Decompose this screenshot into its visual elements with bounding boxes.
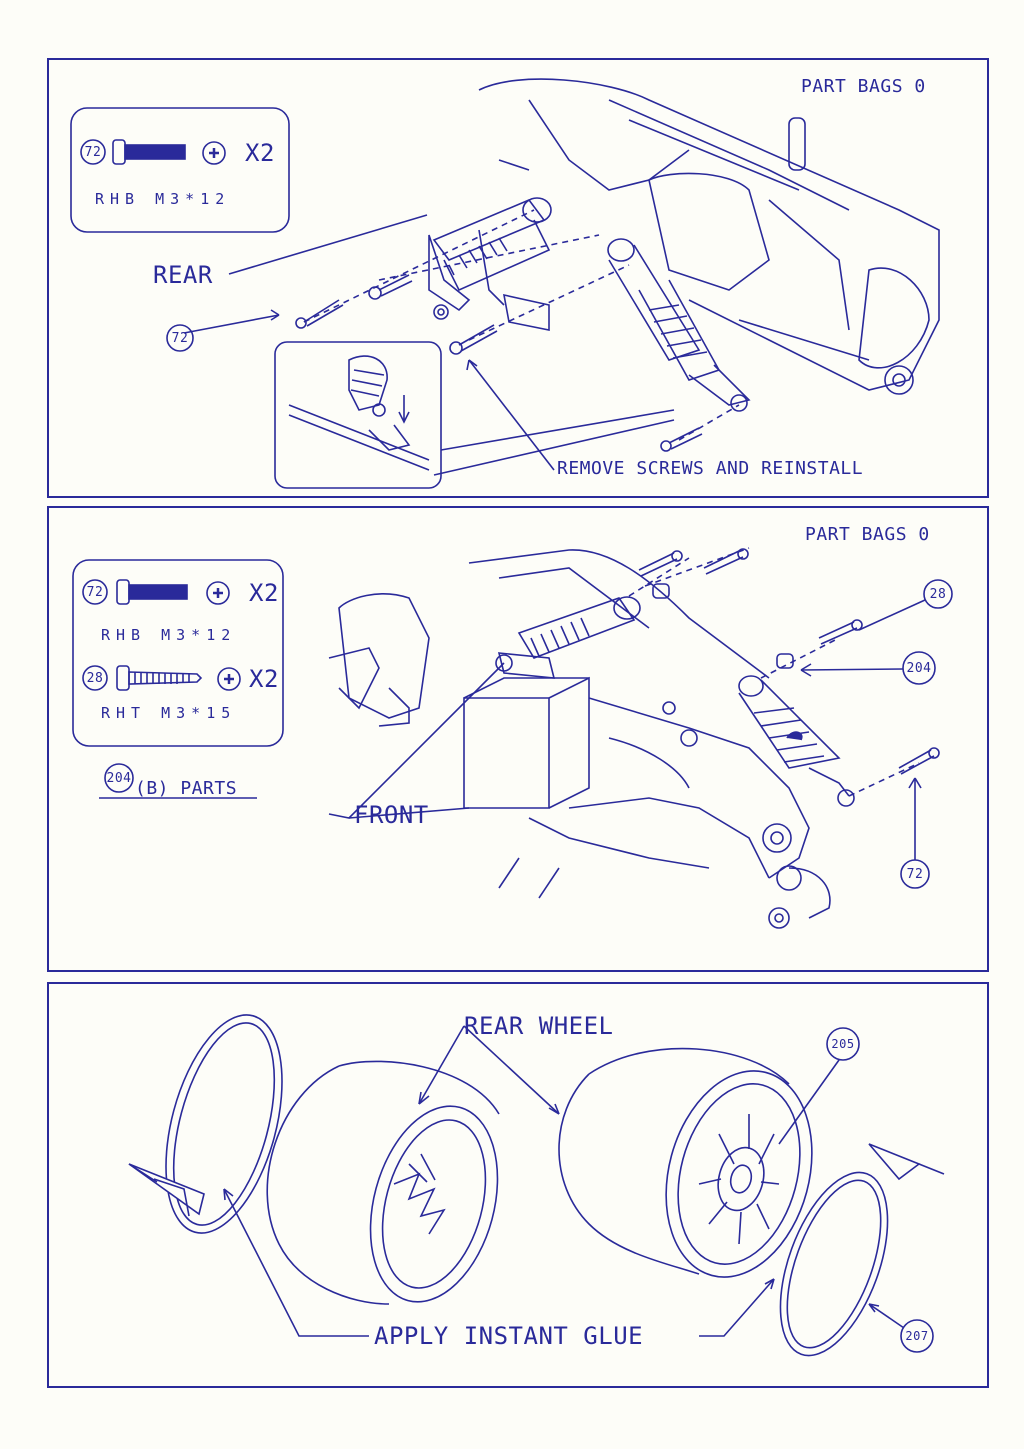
glue-leader-line: [699, 1278, 775, 1337]
guide-line: [303, 209, 535, 323]
quantity-label: X2: [245, 139, 275, 167]
tapping-screw-icon: [116, 665, 203, 691]
screw-icon: [116, 579, 188, 605]
phillips-head-icon: [206, 581, 230, 605]
collar-icon: [652, 583, 670, 599]
inset-detail-box: [274, 341, 442, 489]
phillips-head-icon: [202, 141, 226, 165]
front-shock-left: [495, 596, 641, 679]
front-leader-line: [348, 807, 470, 819]
b-parts-label: (B) PARTS: [135, 778, 238, 799]
callout-number: 204: [906, 661, 932, 676]
tire-ring-right: [779, 1171, 889, 1357]
rear-wheel-drawing: [128, 1014, 945, 1357]
screw-icon: [818, 619, 863, 645]
part-number-circle: [82, 579, 108, 605]
callout-circle: [923, 579, 953, 609]
part-number-circle: [80, 139, 106, 165]
screw-icon: [660, 427, 703, 452]
quantity-label: X2: [249, 579, 279, 607]
screw-icon: [295, 299, 344, 329]
guide-line: [760, 637, 840, 679]
step-panel-rear-wheel: REAR WHEEL 205 207 APPLY INSTANT GLUE: [47, 982, 989, 1388]
callout-leader-line: [868, 1303, 905, 1329]
remove-screws-instruction: REMOVE SCREWS AND REINSTALL: [557, 458, 864, 479]
screw-icon: [638, 550, 683, 577]
guide-line: [468, 264, 630, 341]
chassis-sketch: [328, 549, 831, 929]
inset-detail-drawing: [288, 355, 430, 471]
callout-leader-line: [858, 599, 926, 631]
inset-leader-line: [433, 409, 675, 476]
rear-wheel-label: REAR WHEEL: [464, 1012, 614, 1040]
callout-number: 72: [906, 867, 924, 882]
tire-ring-left: [165, 1014, 283, 1234]
chassis-sketch: [478, 78, 940, 395]
cone-arrow-left: [128, 1163, 205, 1217]
collar-icon: [776, 653, 794, 669]
callout-leader-line: [778, 1059, 840, 1145]
instruction-leader-line: [468, 359, 555, 471]
callout-number: 72: [171, 331, 189, 346]
glue-leader-line: [223, 1188, 369, 1337]
screw-spec-label: RHB M3*12: [95, 190, 231, 208]
callout-circle: [902, 651, 936, 685]
step-panel-rear-shock: PART BAGS 0 72 X2 RHB M3*12 REAR 72 REMO…: [47, 58, 989, 498]
guide-line: [378, 234, 600, 281]
callout-leader-line: [183, 314, 280, 334]
callout-number: 205: [831, 1037, 855, 1051]
screw-icon: [703, 548, 749, 575]
rear-leader-line: [228, 214, 428, 275]
part-number-circle: [82, 665, 108, 691]
rear-wheel-left: [266, 1060, 500, 1305]
cone-arrow-right: [868, 1143, 945, 1181]
rear-wheel-leader: [463, 1025, 560, 1115]
screw-spec-label: RHT M3*15: [101, 704, 237, 722]
front-shock-right: [738, 675, 855, 807]
rear-shock-drawing: [70, 78, 940, 489]
screw-icon: [368, 274, 413, 300]
screw-icon: [112, 139, 186, 165]
callout-leader-line: [800, 668, 904, 671]
callout-circle: [166, 324, 194, 352]
screw-icon: [898, 747, 940, 775]
rear-shock-right: [607, 238, 751, 412]
part-number: 28: [86, 671, 104, 686]
part-box: [70, 107, 290, 233]
part-number: 72: [86, 585, 104, 600]
guide-line: [848, 762, 920, 797]
apply-glue-instruction: APPLY INSTANT GLUE: [374, 1322, 644, 1350]
screw-icon: [433, 304, 449, 320]
quantity-label: X2: [249, 665, 279, 693]
part-box: [72, 559, 284, 747]
phillips-head-icon: [217, 667, 241, 691]
b-parts-number: 204: [106, 771, 132, 786]
callout-circle: [900, 1319, 934, 1353]
guide-line: [628, 557, 690, 597]
screw-spec-label: RHB M3*12: [101, 626, 237, 644]
rear-wheel-right: [558, 1047, 813, 1278]
rear-label: REAR: [153, 261, 213, 289]
callout-circle: [826, 1027, 860, 1061]
part-number: 72: [84, 145, 102, 160]
front-leader-line: [328, 662, 505, 819]
front-shock-drawing: [72, 547, 953, 929]
step-panel-front-shock: PART BAGS 0 72 X2 RHB M3*12 28 X2 RHT M3…: [47, 506, 989, 972]
part-bags-label: PART BAGS 0: [801, 76, 926, 97]
rear-wheel-leader: [418, 1025, 465, 1105]
screw-icon: [449, 324, 498, 355]
front-label: FRONT: [354, 801, 429, 829]
guide-line: [678, 404, 740, 441]
part-number-circle: [104, 763, 134, 793]
part-bags-label: PART BAGS 0: [805, 524, 930, 545]
callout-number: 28: [929, 587, 947, 602]
callout-number: 207: [905, 1329, 929, 1343]
